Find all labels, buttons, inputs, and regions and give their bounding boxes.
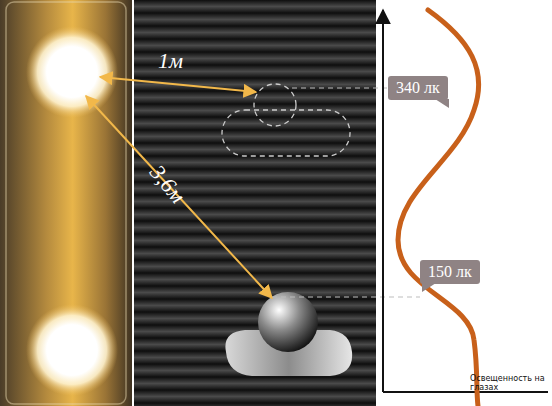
head-outline bbox=[254, 84, 296, 126]
strip-frame bbox=[6, 2, 126, 404]
value-callout: 340 лк bbox=[388, 76, 448, 100]
level-line bbox=[292, 88, 392, 89]
person-outline bbox=[222, 110, 350, 156]
level-line bbox=[272, 297, 420, 298]
distance-label: 1м bbox=[158, 48, 183, 73]
y-axis bbox=[382, 10, 384, 392]
distance-arrow bbox=[100, 77, 256, 92]
callout-tail bbox=[435, 99, 449, 108]
dark-field bbox=[134, 0, 376, 406]
callout-tail bbox=[435, 99, 449, 108]
axis-label: Освещенность на глазах bbox=[470, 374, 548, 392]
value-callout: 150 лк bbox=[420, 260, 480, 284]
person-head bbox=[258, 292, 318, 352]
callout-tail bbox=[422, 283, 436, 292]
distance-arrow bbox=[86, 96, 272, 298]
illuminance-value: 340 лк bbox=[396, 79, 440, 97]
illuminance-value: 150 лк bbox=[428, 263, 472, 281]
x-axis bbox=[383, 391, 548, 393]
callout-tail bbox=[422, 283, 436, 292]
illuminance-curve bbox=[398, 10, 479, 406]
luminaire-strip bbox=[0, 0, 132, 406]
lamp bbox=[26, 26, 118, 118]
lamp bbox=[26, 304, 118, 396]
